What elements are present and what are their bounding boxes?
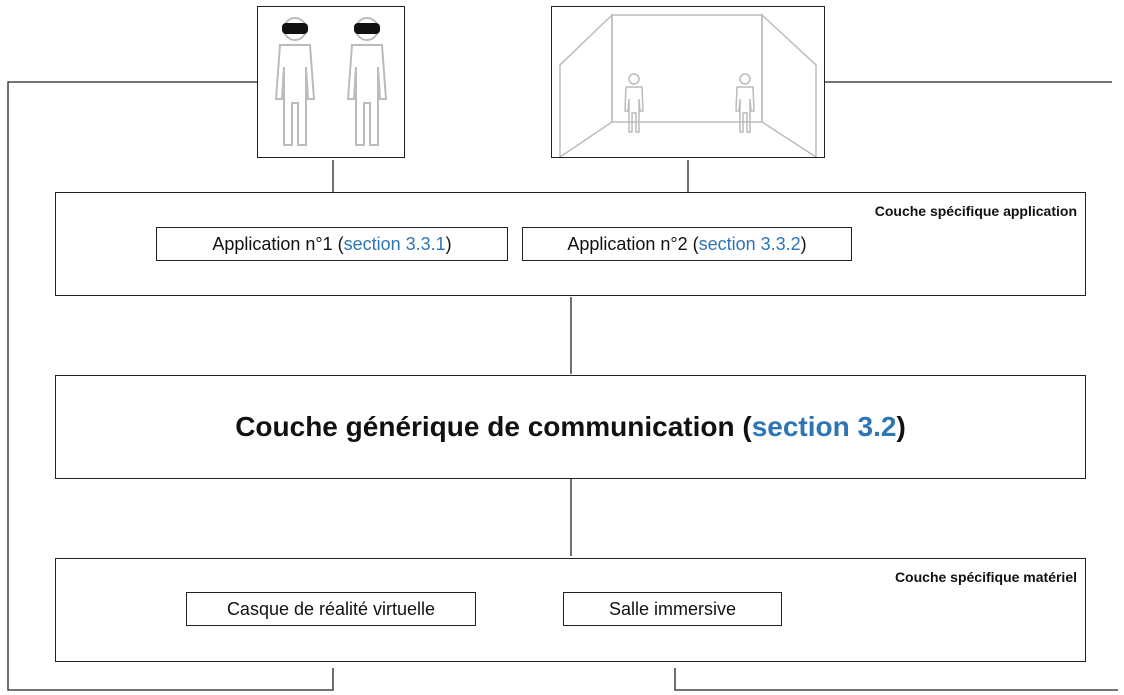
- generic-title-close: ): [896, 411, 906, 442]
- vr-headset-users-icon: [274, 17, 388, 146]
- generic-communication-title: Couche générique de communication (secti…: [56, 376, 1085, 478]
- application-2-section-link[interactable]: section 3.3.2: [698, 233, 801, 254]
- vr-feedback-line: [7, 81, 334, 691]
- application-1-label: Application n°1 (: [212, 233, 344, 254]
- vr-users-figure: [257, 6, 405, 158]
- application-2-box: Application n°2 (section 3.3.2): [522, 227, 852, 261]
- vr-headset-box: Casque de réalité virtuelle: [186, 592, 476, 626]
- immersive-room-box: Salle immersive: [563, 592, 782, 626]
- immersive-room-icon: [559, 13, 817, 159]
- application-1-box: Application n°1 (section 3.3.1): [156, 227, 508, 261]
- application-2-label-close: ): [800, 233, 807, 254]
- room-person-1: [624, 73, 644, 133]
- application-2-label: Application n°2 (: [567, 233, 699, 254]
- immersive-room-label: Salle immersive: [608, 598, 737, 619]
- generic-section-link[interactable]: section 3.2: [751, 411, 897, 442]
- room-person-2: [735, 73, 755, 133]
- person-2: [346, 17, 388, 146]
- generic-communication-layer: Couche générique de communication (secti…: [55, 375, 1086, 479]
- hardware-layer-title: Couche spécifique matériel: [894, 569, 1077, 585]
- person-1: [274, 17, 316, 146]
- generic-title-text: Couche générique de communication (: [235, 411, 752, 442]
- application-1-label-close: ): [445, 233, 452, 254]
- application-1-section-link[interactable]: section 3.3.1: [343, 233, 446, 254]
- room-feedback-line: [674, 668, 1118, 691]
- immersive-room-figure: [551, 6, 825, 159]
- vr-headset-label: Casque de réalité virtuelle: [226, 598, 436, 619]
- application-layer-title: Couche spécifique application: [874, 203, 1077, 219]
